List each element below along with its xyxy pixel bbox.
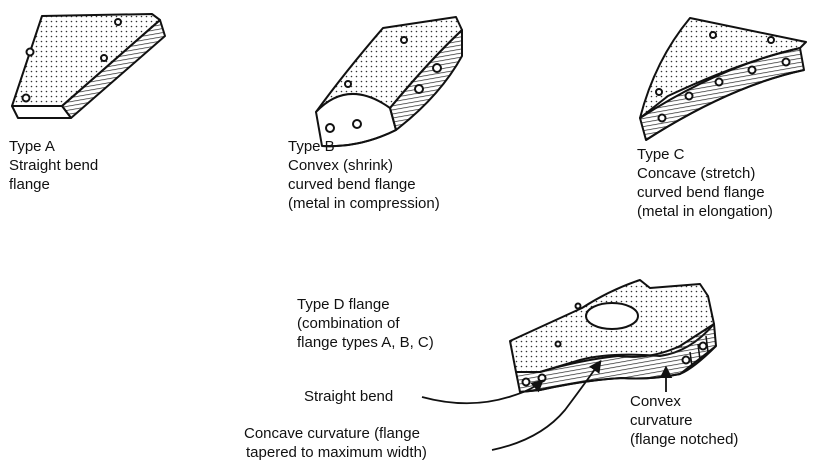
type-c-desc-line-3: (metal in elongation) (637, 202, 773, 221)
type-b-desc-line-1: Convex (shrink) (288, 156, 440, 175)
type-c-desc-line-1: Concave (stretch) (637, 164, 773, 183)
type-d-flange-drawing (510, 280, 716, 392)
convex-callout-line-3: (flange notched) (630, 430, 738, 449)
type-a-title: Type A (9, 137, 98, 156)
type-b-desc-line-2: curved bend flange (288, 175, 440, 194)
convex-callout-line-2: curvature (630, 411, 738, 430)
type-a-label: Type A Straight bend flange (9, 137, 98, 194)
type-c-desc-line-2: curved bend flange (637, 183, 773, 202)
type-b-desc-line-3: (metal in compression) (288, 194, 440, 213)
type-d-desc-line-1: (combination of (297, 314, 434, 333)
type-d-label: Type D flange (combination of flange typ… (297, 295, 434, 352)
concave-curvature-callout: Concave curvature (flange tapered to max… (244, 424, 427, 462)
type-a-flange-drawing (12, 14, 165, 118)
convex-callout-line-1: Convex (630, 392, 738, 411)
type-d-title: Type D flange (297, 295, 434, 314)
type-b-label: Type B Convex (shrink) curved bend flang… (288, 137, 440, 213)
type-b-title: Type B (288, 137, 440, 156)
type-c-label: Type C Concave (stretch) curved bend fla… (637, 145, 773, 221)
convex-curvature-callout: Convex curvature (flange notched) (630, 392, 738, 449)
concave-callout-line-2: tapered to maximum width) (244, 443, 427, 462)
type-d-desc-line-2: flange types A, B, C) (297, 333, 434, 352)
type-b-flange-drawing (316, 17, 462, 146)
straight-bend-callout: Straight bend (304, 387, 393, 406)
concave-callout-line-1: Concave curvature (flange (244, 424, 427, 443)
type-a-desc-line-1: Straight bend (9, 156, 98, 175)
type-c-flange-drawing (640, 18, 806, 140)
type-c-title: Type C (637, 145, 773, 164)
type-a-desc-line-2: flange (9, 175, 98, 194)
